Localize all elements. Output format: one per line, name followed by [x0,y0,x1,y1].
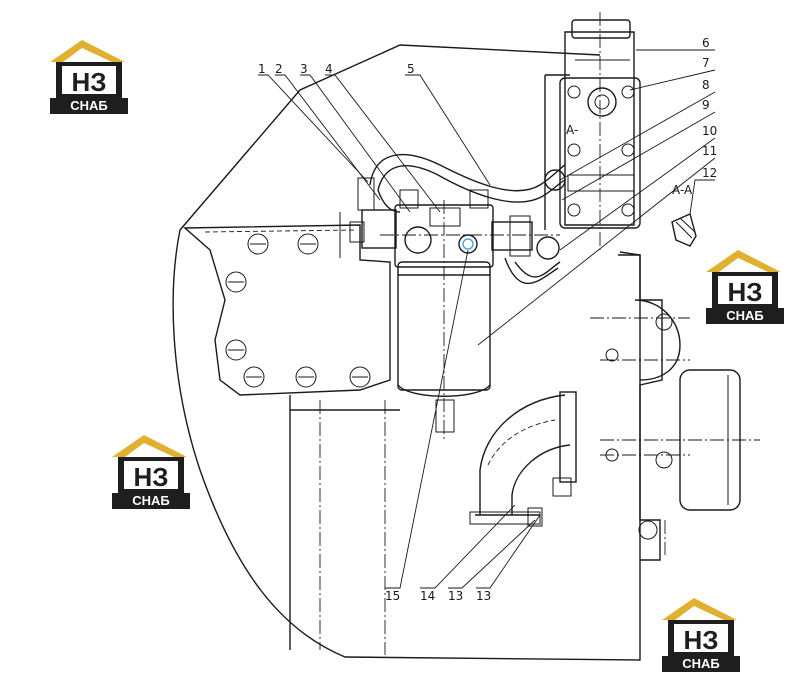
callout-2: 2 [275,62,283,76]
section-label-a: A- [566,123,578,137]
oil-cooler-housing [183,224,391,396]
callout-numbers: 1 2 3 4 5 6 7 8 9 10 11 12 15 14 13 13 [258,36,717,603]
watermark-logo-bottom-right: НЗ СНАБ [662,598,740,672]
engine-block-outline [172,12,641,661]
callout-1: 1 [258,62,266,76]
leader-lines [258,49,716,589]
logo-word: СНАБ [726,308,764,323]
callout-4: 4 [325,62,333,76]
callout-14: 14 [420,589,435,603]
elbow-pipe [469,391,577,527]
callout-3: 3 [300,62,308,76]
logo-word: СНАБ [682,656,720,671]
callout-10: 10 [702,124,717,138]
logo-letters: НЗ [727,277,762,307]
callout-13-second: 13 [476,589,491,603]
mounting-bracket [544,19,641,229]
callout-8: 8 [702,78,710,92]
callout-7: 7 [702,56,710,70]
watermark-logo-top-left: НЗ СНАБ [50,40,128,114]
callout-11: 11 [702,144,717,158]
filter-head-block [380,189,560,268]
logo-letters: НЗ [71,67,106,97]
right-engine-components [590,254,760,561]
logo-letters: НЗ [133,462,168,492]
oil-pipe [369,153,566,213]
callout-13-first: 13 [448,589,463,603]
watermark-logo-mid-left: НЗ СНАБ [112,435,190,509]
callout-6: 6 [702,36,710,50]
right-pipe-fitting [491,215,561,284]
oil-filter-canister [397,200,491,440]
callout-9: 9 [702,98,710,112]
section-a-a-detail: A-A A- [566,123,697,247]
section-label-a-a: A-A [672,183,693,197]
callout-15: 15 [385,589,400,603]
callout-12: 12 [702,166,717,180]
watermark-logo-right: НЗ СНАБ [706,250,784,324]
callout-5: 5 [407,62,415,76]
left-pipe-fitting [339,177,397,258]
logo-letters: НЗ [683,625,718,655]
logo-word: СНАБ [70,98,108,113]
logo-word: СНАБ [132,493,170,508]
